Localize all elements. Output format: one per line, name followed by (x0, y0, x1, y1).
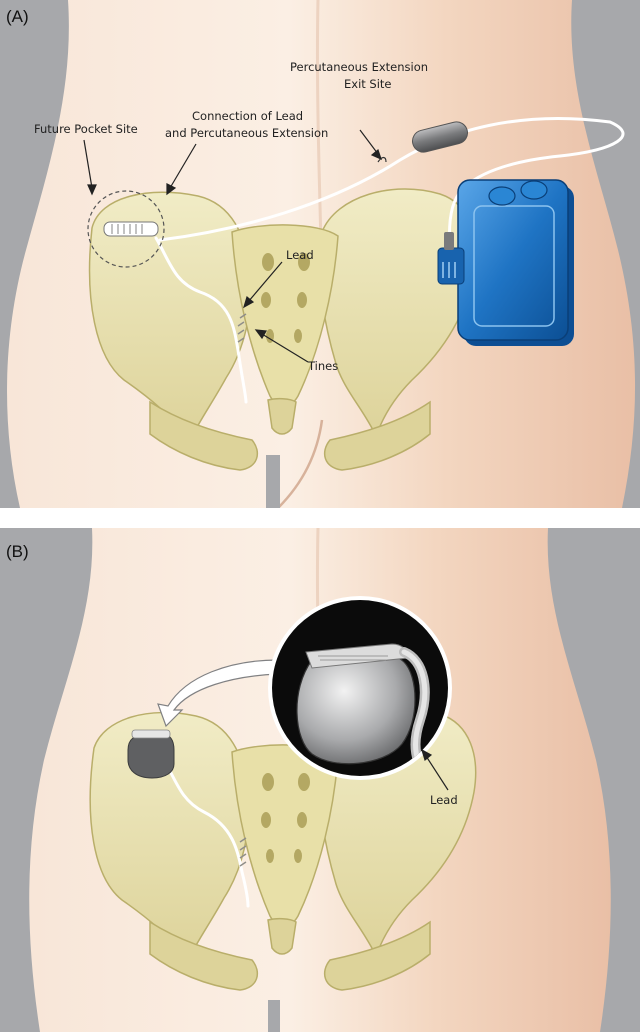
lead-label: Lead (286, 248, 314, 262)
implanted-lead (154, 236, 248, 404)
right-iliac-wing (318, 188, 477, 438)
panel-a: (A) Future Pocket Site Connection of Lea… (0, 0, 640, 508)
future-pocket-site-circle (87, 190, 165, 268)
panel-separator (0, 508, 640, 528)
lead-connector-bands (111, 224, 143, 234)
coccyx (267, 917, 297, 955)
left-iliac-wing (88, 191, 252, 442)
tines-label: Tines (307, 359, 338, 373)
inset-to-implant-arrow (157, 659, 279, 728)
panel-a-pelvis (88, 188, 477, 471)
panel-a-pointer-arrows (83, 129, 382, 363)
panel-b: (B) Lead (0, 528, 640, 1032)
exit-site-label-line2: Exit Site (344, 77, 392, 91)
lead-tines-marks (237, 313, 247, 343)
right-pubic-ramus (323, 400, 431, 471)
connection-label-line2: and Percutaneous Extension (165, 126, 328, 140)
panel-b-thigh-gap (268, 1000, 280, 1032)
panel-b-lead-tines-marks (239, 837, 247, 867)
future-pocket-site-label: Future Pocket Site (34, 122, 138, 136)
connection-label-line1: Connection of Lead (192, 109, 303, 123)
panel-letter: (A) (6, 7, 29, 26)
sacrum (231, 224, 339, 408)
panel-a-sacral-foramina (261, 253, 310, 343)
panel-a-buttock-cleft (277, 419, 324, 508)
extension-connector-cylinder (412, 121, 468, 153)
panel-b-implanted-lead (158, 750, 250, 908)
coccyx (267, 397, 297, 435)
external-stimulator-icon (437, 179, 574, 346)
left-iliac-wing (89, 711, 250, 962)
panel-letter: (B) (6, 542, 29, 561)
exit-site-mark (377, 156, 387, 163)
implanted-generator-icon (127, 729, 175, 779)
left-pubic-ramus (149, 920, 259, 991)
left-pubic-ramus (149, 400, 259, 471)
panel-b-lead-pointer (421, 748, 449, 791)
lead-label: Lead (430, 793, 458, 807)
panel-a-thigh-gap (266, 455, 280, 508)
panel-b-sacral-foramina (261, 773, 310, 863)
right-pubic-ramus (323, 920, 431, 991)
magnified-inset-icon (268, 596, 452, 780)
exit-site-label-line1: Percutaneous Extension (290, 60, 428, 74)
